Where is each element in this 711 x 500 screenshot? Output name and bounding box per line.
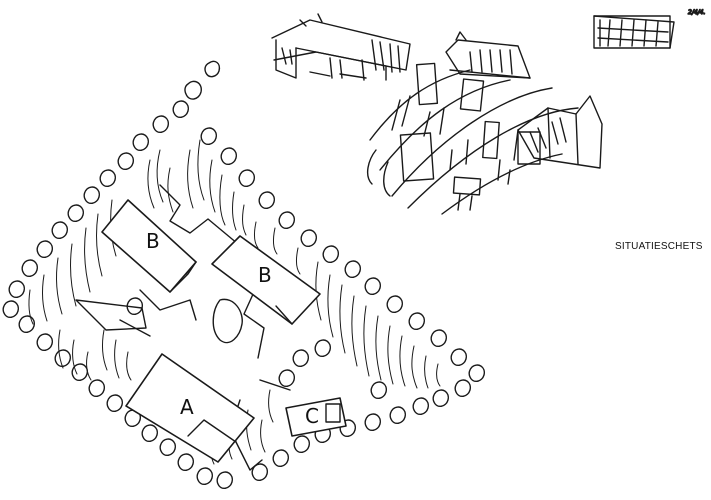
building-b-right: B — [211, 235, 321, 325]
tree-ring — [2, 60, 486, 489]
sketch-caption: SITUATIESCHETS — [615, 241, 703, 252]
building-c: C — [285, 397, 347, 437]
date-note: 2/4/4. — [688, 9, 705, 16]
building-b-left: B — [101, 199, 197, 293]
grass-hatching — [28, 139, 441, 465]
perspective-sketch — [271, 13, 603, 215]
building-label-b2: B — [258, 263, 272, 287]
building-a: A — [125, 353, 255, 463]
thumbnail-sketch: 2/4/4. — [593, 8, 706, 49]
building-label-b1: B — [146, 229, 160, 253]
building-label-c: C — [305, 404, 319, 428]
building-label-a: A — [180, 395, 194, 419]
